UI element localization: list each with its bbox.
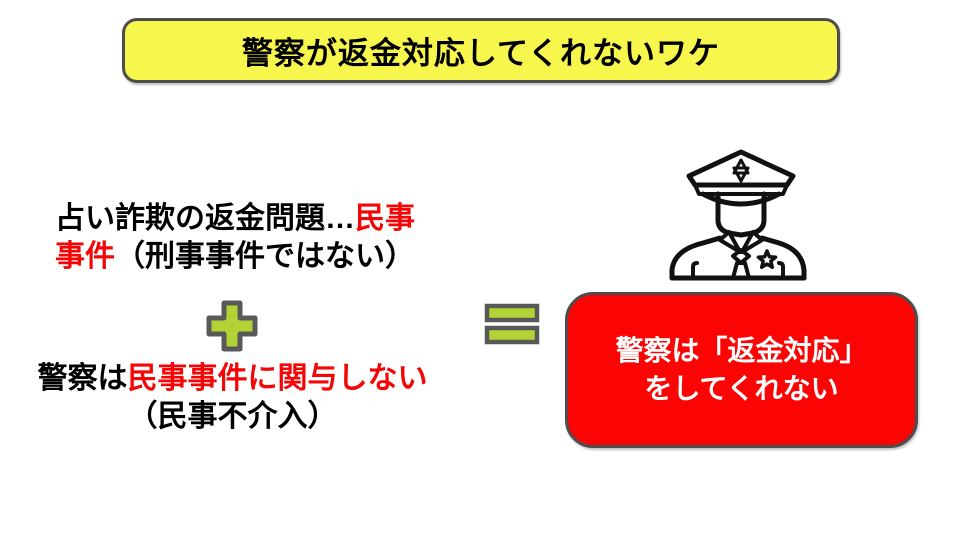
- police-officer-icon: [669, 149, 807, 281]
- statement-2-line2-black: （民事不介入）: [127, 400, 338, 433]
- statement-1-line1-black: 占い詐欺の返金問題…: [55, 202, 355, 235]
- result-line1: 警察は「返金対応」: [615, 335, 868, 366]
- result-box: 警察は「返金対応」 をしてくれない: [565, 292, 918, 448]
- statement-1-line1-red: 民事: [355, 202, 415, 235]
- statement-2: 警察は民事事件に関与しない （民事不介入）: [0, 360, 465, 436]
- title-banner: 警察が返金対応してくれないワケ: [122, 18, 840, 83]
- statement-2-line1-black: 警察は: [37, 362, 128, 395]
- equals-icon: [484, 303, 540, 345]
- page-title: 警察が返金対応してくれないワケ: [241, 36, 721, 71]
- statement-1: 占い詐欺の返金問題…民事 事件（刑事事件ではない）: [10, 200, 460, 276]
- statement-1-line2-black: （刑事事件ではない）: [115, 240, 415, 273]
- statement-2-line1-red: 民事事件に関与しない: [127, 362, 428, 395]
- result-line2: をしてくれない: [644, 373, 839, 404]
- statement-1-line2-red: 事件: [55, 240, 115, 273]
- plus-icon: [206, 300, 258, 352]
